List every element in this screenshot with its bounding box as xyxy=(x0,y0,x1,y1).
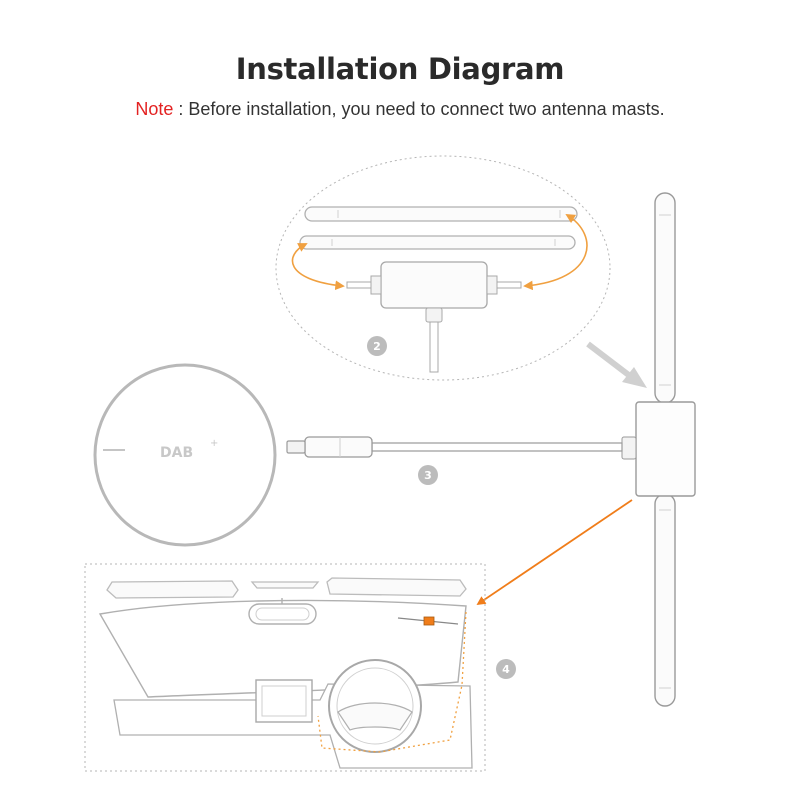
detail-dotted-ellipse xyxy=(275,155,611,381)
head-unit-screen xyxy=(255,679,313,723)
antenna-mast-top xyxy=(654,192,676,404)
left-sun-visor xyxy=(106,580,239,599)
antenna-mast-1 xyxy=(304,206,578,222)
car-interior: 4 xyxy=(84,563,516,772)
note-text: : Before installation, you need to conne… xyxy=(173,99,665,119)
connector-cable-stub xyxy=(429,321,439,373)
assembled-antenna xyxy=(621,192,696,707)
step-badge-3 xyxy=(418,465,438,485)
antenna-hub xyxy=(635,401,696,497)
step-badge-2 xyxy=(367,336,387,356)
placement-pointer-arrow xyxy=(476,499,633,606)
dab-logo: DAB xyxy=(160,445,193,461)
antenna-cable: 3 xyxy=(286,436,623,485)
mast-connector-box xyxy=(380,261,488,309)
step-badge-3-number: 3 xyxy=(424,469,432,482)
step-badge-4-number: 4 xyxy=(502,663,510,676)
cable-line xyxy=(371,442,623,452)
left-mast-socket xyxy=(346,281,372,289)
dab-receiver: DAB + xyxy=(93,363,277,547)
step-badge-4 xyxy=(496,659,516,679)
detail-to-antenna-arrow xyxy=(586,341,647,388)
right-mast-socket xyxy=(496,281,522,289)
insert-arrow-right xyxy=(523,214,588,291)
page-title: Installation Diagram xyxy=(235,52,565,86)
cable-route xyxy=(317,611,467,753)
windshield-antenna-hub xyxy=(423,616,435,626)
insert-arrow-left xyxy=(291,243,345,290)
dab-logo-plus: + xyxy=(210,438,218,449)
rear-view-mirror xyxy=(248,603,317,625)
receiver-body xyxy=(93,363,277,547)
mast-assembly-detail: 2 xyxy=(275,155,611,381)
cable-plug-body xyxy=(304,436,373,458)
center-visor xyxy=(250,581,320,589)
car-interior-frame xyxy=(84,563,486,772)
cable-plug-tip xyxy=(286,440,306,454)
note-line: Note : Before installation, you need to … xyxy=(0,99,800,120)
step-badge-2-number: 2 xyxy=(373,340,381,353)
note-label: Note xyxy=(135,99,174,119)
antenna-mast-2 xyxy=(299,235,576,250)
right-sun-visor xyxy=(326,577,467,597)
antenna-mast-bottom xyxy=(654,493,676,707)
